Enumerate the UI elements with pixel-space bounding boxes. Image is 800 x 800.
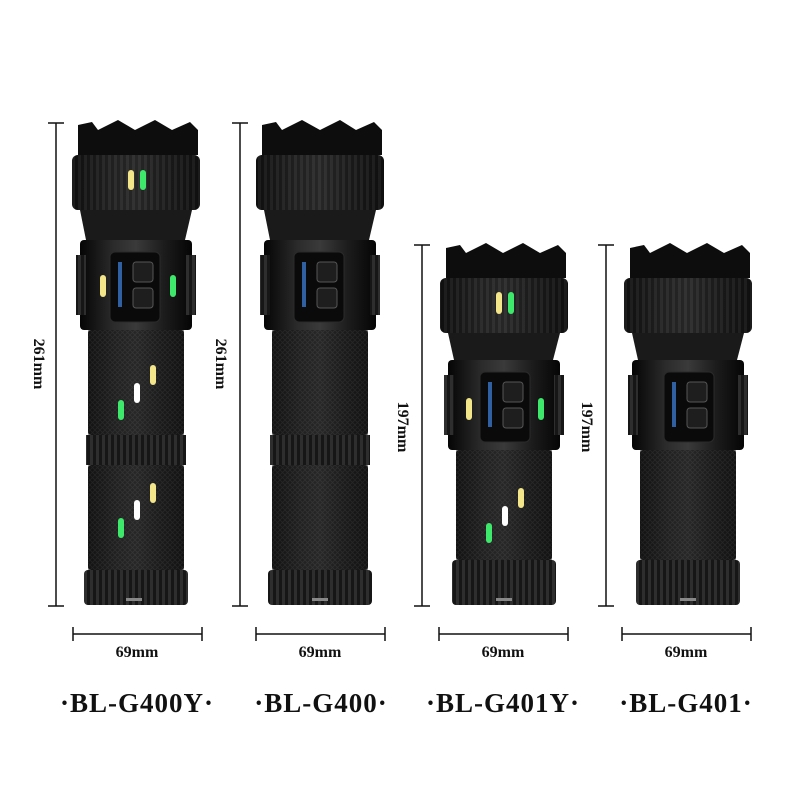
height-dimension-line-1 xyxy=(48,122,64,607)
width-label-g401: 69mm xyxy=(664,644,708,661)
width-dimension-line-2 xyxy=(255,627,386,641)
flashlight-g401 xyxy=(624,243,752,605)
flashlight-g400y xyxy=(72,120,200,605)
width-label-g400y: 69mm xyxy=(115,644,159,661)
width-dimension-line-4 xyxy=(621,627,752,641)
width-label-g400: 69mm xyxy=(298,644,342,661)
model-name-g401y: ·BL-G401Y· xyxy=(425,688,581,718)
height-dimension-line-3 xyxy=(414,244,430,607)
model-name-g400: ·BL-G400· xyxy=(254,688,388,718)
height-label-g401: 197mm xyxy=(578,401,595,453)
width-dimension-line-1 xyxy=(72,627,203,641)
height-label-g400: 261mm xyxy=(212,338,229,390)
width-label-g401y: 69mm xyxy=(481,644,525,661)
height-label-g400y: 261mm xyxy=(30,338,47,390)
model-name-g400y: ·BL-G400Y· xyxy=(59,688,215,718)
flashlight-g401y xyxy=(440,243,568,605)
model-name-g401: ·BL-G401· xyxy=(619,688,753,718)
height-label-g401y: 197mm xyxy=(394,401,411,453)
height-dimension-line-2 xyxy=(232,122,248,607)
height-dimension-line-4 xyxy=(598,244,614,607)
flashlight-g400 xyxy=(256,120,384,605)
width-dimension-line-3 xyxy=(438,627,569,641)
